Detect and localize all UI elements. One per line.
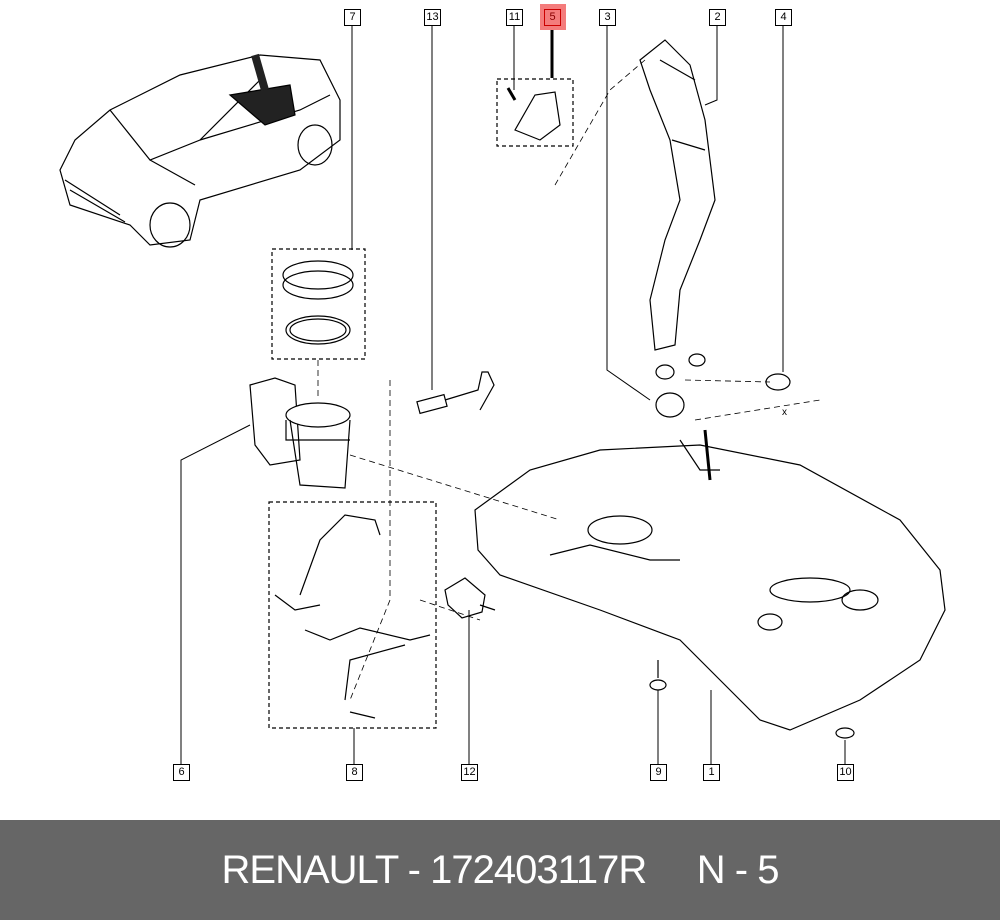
callout-8[interactable]: 8: [346, 764, 363, 781]
hose: [655, 392, 685, 418]
leader-lines: [180, 26, 846, 764]
fuel-lines-group: [268, 501, 437, 729]
sensor: [416, 371, 495, 415]
filler-neck: [639, 39, 716, 380]
callout-13[interactable]: 13: [424, 9, 441, 26]
fuel-tank: [474, 429, 946, 731]
washer: [835, 727, 855, 739]
dash-lines: [317, 59, 821, 701]
callout-10[interactable]: 10: [837, 764, 854, 781]
callout-4[interactable]: 4: [775, 9, 792, 26]
part-info-footer: RENAULT - 172403117R N - 5: [0, 820, 1000, 920]
fuel-filter: [444, 577, 496, 619]
fuel-system-diagram: x: [59, 26, 946, 764]
footer-text: RENAULT - 172403117R N - 5: [221, 847, 780, 892]
bolt: [649, 660, 667, 691]
callout-3[interactable]: 3: [599, 9, 616, 26]
callout-11[interactable]: 11: [506, 9, 523, 26]
callout-7[interactable]: 7: [344, 9, 361, 26]
dimension-x: x: [782, 407, 787, 418]
vehicle-illustration: [59, 53, 341, 248]
callout-6[interactable]: 6: [173, 764, 190, 781]
callout-2[interactable]: 2: [709, 9, 726, 26]
callout-5-highlighted[interactable]: 5: [544, 9, 561, 26]
callout-1[interactable]: 1: [703, 764, 720, 781]
callout-12[interactable]: 12: [461, 764, 478, 781]
bracket-group: [496, 78, 574, 147]
fuel-pump-module: [249, 377, 351, 489]
callout-9[interactable]: 9: [650, 764, 667, 781]
fuel-pump-ring-seal-group: [271, 248, 366, 360]
